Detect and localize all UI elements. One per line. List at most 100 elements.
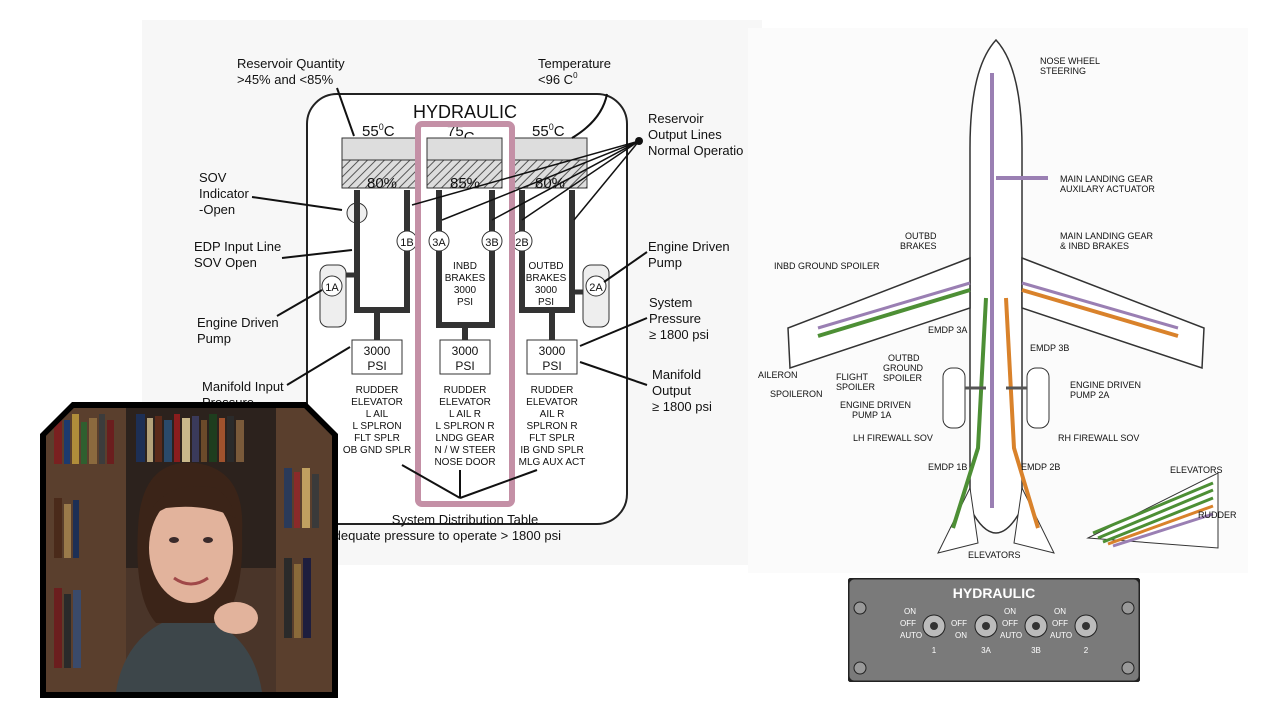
system-3-user: LNDG GEAR (436, 433, 495, 444)
callout-sov-indicator: Indicator (199, 186, 250, 201)
system-2-user: SPLRON R (526, 421, 577, 432)
system-2-user: ELEVATOR (526, 397, 578, 408)
label-edp2a: ENGINE DRIVEN (1070, 380, 1141, 390)
system-1-temp: 550C (362, 122, 395, 140)
pump-2a-label: 2A (589, 282, 603, 294)
svg-text:ON: ON (1004, 607, 1016, 616)
label-nose-wheel: STEERING (1040, 66, 1086, 76)
system-1-user: RUDDER (356, 385, 399, 396)
callout-manifold-output: Manifold (652, 367, 701, 382)
outbd-brakes-label: 3000 (535, 285, 558, 296)
presenter (116, 462, 262, 692)
label-edp1a: ENGINE DRIVEN (840, 400, 911, 410)
callout-system-pressure: ≥ 1800 psi (649, 327, 709, 342)
label-flight-spoiler: FLIGHT (836, 372, 869, 382)
callout-edp-left: Engine Driven (197, 315, 279, 330)
label-aileron: AILERON (758, 370, 798, 380)
label-outbd-brakes: OUTBD (905, 231, 937, 241)
label-nose-wheel: NOSE WHEEL (1040, 56, 1100, 66)
svg-text:OFF: OFF (1002, 619, 1018, 628)
system-2-temp: 550C (532, 122, 565, 140)
fuselage-outline (969, 38, 1023, 534)
system-1-pressure-value: 3000 (364, 344, 391, 358)
system-1-pressure-unit: PSI (367, 359, 386, 373)
svg-text:OFF: OFF (951, 619, 967, 628)
svg-text:AUTO: AUTO (900, 631, 922, 640)
label-edp1a: PUMP 1A (852, 410, 891, 420)
presenter-video (46, 408, 332, 692)
callout-edp-input: EDP Input Line (194, 239, 281, 254)
callout-temperature-range: <96 C0 (538, 71, 578, 87)
label-elevators-tail: ELEVATORS (1170, 465, 1223, 475)
hydraulic-switch-3a[interactable]: OFF ON 3A (951, 614, 998, 655)
hydraulic-synoptic-diagram: HYDRAULIC 550C 80% 1B 1A 3000 PSI RUDDER… (142, 20, 762, 565)
label-emdp1b: EMDP 1B (928, 462, 967, 472)
label-mlg-brakes: MAIN LANDING GEAR (1060, 231, 1154, 241)
system-3: 75C 85% 3A 3B INBD BRAKES 3000 PSI 3000 … (426, 123, 503, 468)
label-emdp3b: EMDP 3B (1030, 343, 1069, 353)
callout-system-pressure: Pressure (649, 311, 701, 326)
label-mlg-brakes: & INBD BRAKES (1060, 241, 1129, 251)
callout-temperature: Temperature (538, 56, 611, 71)
switch-panel-title: HYDRAULIC (953, 585, 1035, 601)
system-2-user: RUDDER (531, 385, 574, 396)
inbd-brakes-label: PSI (457, 297, 473, 308)
left-wing (787, 256, 971, 370)
callout-reservoir-output: Output Lines (648, 127, 722, 142)
system-1-user: L SPLRON (352, 421, 401, 432)
svg-text:OFF: OFF (900, 619, 916, 628)
left-engine (942, 367, 966, 429)
svg-text:AUTO: AUTO (1050, 631, 1072, 640)
switch-3b-label: 3B (1031, 646, 1041, 655)
system-1-user: ELEVATOR (351, 397, 403, 408)
pump-1b-label: 1B (400, 237, 413, 249)
pump-3b-label: 3B (485, 237, 498, 249)
label-emdp3a: EMDP 3A (928, 325, 967, 335)
aircraft-hydraulic-schematic: NOSE WHEEL STEERING MAIN LANDING GEAR AU… (748, 28, 1248, 573)
system-3-pressure-unit: PSI (455, 359, 474, 373)
label-flight-spoiler: SPOILER (836, 382, 876, 392)
hydraulic-switch-3b[interactable]: ON OFF AUTO 3B (1000, 607, 1048, 655)
callout-reservoir-quantity: Reservoir Quantity (237, 56, 345, 71)
label-spoileron: SPOILERON (770, 389, 823, 399)
outbd-brakes-label: PSI (538, 297, 554, 308)
label-edp2a: PUMP 2A (1070, 390, 1109, 400)
callout-edp-input: SOV Open (194, 255, 257, 270)
system-3-pressure-value: 3000 (452, 344, 479, 358)
system-3-user: N / W STEER (434, 445, 495, 456)
callout-reservoir-quantity-range: >45% and <85% (237, 72, 334, 87)
inbd-brakes-label: INBD (453, 261, 477, 272)
system-3-user: L SPLRON R (435, 421, 494, 432)
system-3-user: L AIL R (449, 409, 481, 420)
callout-manifold-input: Manifold Input (202, 379, 284, 394)
callout-sov-indicator: -Open (199, 202, 235, 217)
label-mlg-aux: AUXILARY ACTUATOR (1060, 184, 1155, 194)
hydraulic-switch-1[interactable]: ON OFF AUTO 1 (900, 607, 946, 655)
label-elevators-bottom: ELEVATORS (968, 550, 1021, 560)
system-2-user: FLT SPLR (529, 433, 575, 444)
inbd-brakes-label: 3000 (454, 285, 477, 296)
system-1-user: FLT SPLR (354, 433, 400, 444)
system-2-pressure-unit: PSI (542, 359, 561, 373)
callout-system-pressure: System (649, 295, 692, 310)
system-3-highlight (415, 121, 515, 507)
system-2-user: MLG AUX ACT (519, 457, 586, 468)
label-outbd-ground-spoiler: SPOILER (883, 373, 923, 383)
label-outbd-brakes: BRAKES (900, 241, 937, 251)
hydraulic-switch-2[interactable]: ON OFF AUTO 2 (1050, 607, 1098, 655)
pump-1a-label: 1A (325, 282, 339, 294)
system-3-user: ELEVATOR (439, 397, 491, 408)
switch-2-label: 2 (1084, 646, 1089, 655)
label-mlg-aux: MAIN LANDING GEAR (1060, 174, 1154, 184)
system-2-user: AIL R (540, 409, 565, 420)
switch-1-label: 1 (932, 646, 937, 655)
label-rh-sov: RH FIREWALL SOV (1058, 433, 1139, 443)
label-lh-sov: LH FIREWALL SOV (853, 433, 933, 443)
svg-text:ON: ON (1054, 607, 1066, 616)
system-1-qty: 80% (367, 175, 397, 192)
label-inbd-spoiler: INBD GROUND SPOILER (774, 261, 880, 271)
webcam-overlay (40, 402, 338, 698)
bookshelf (46, 408, 332, 692)
svg-text:ON: ON (904, 607, 916, 616)
switch-3a-label: 3A (981, 646, 991, 655)
